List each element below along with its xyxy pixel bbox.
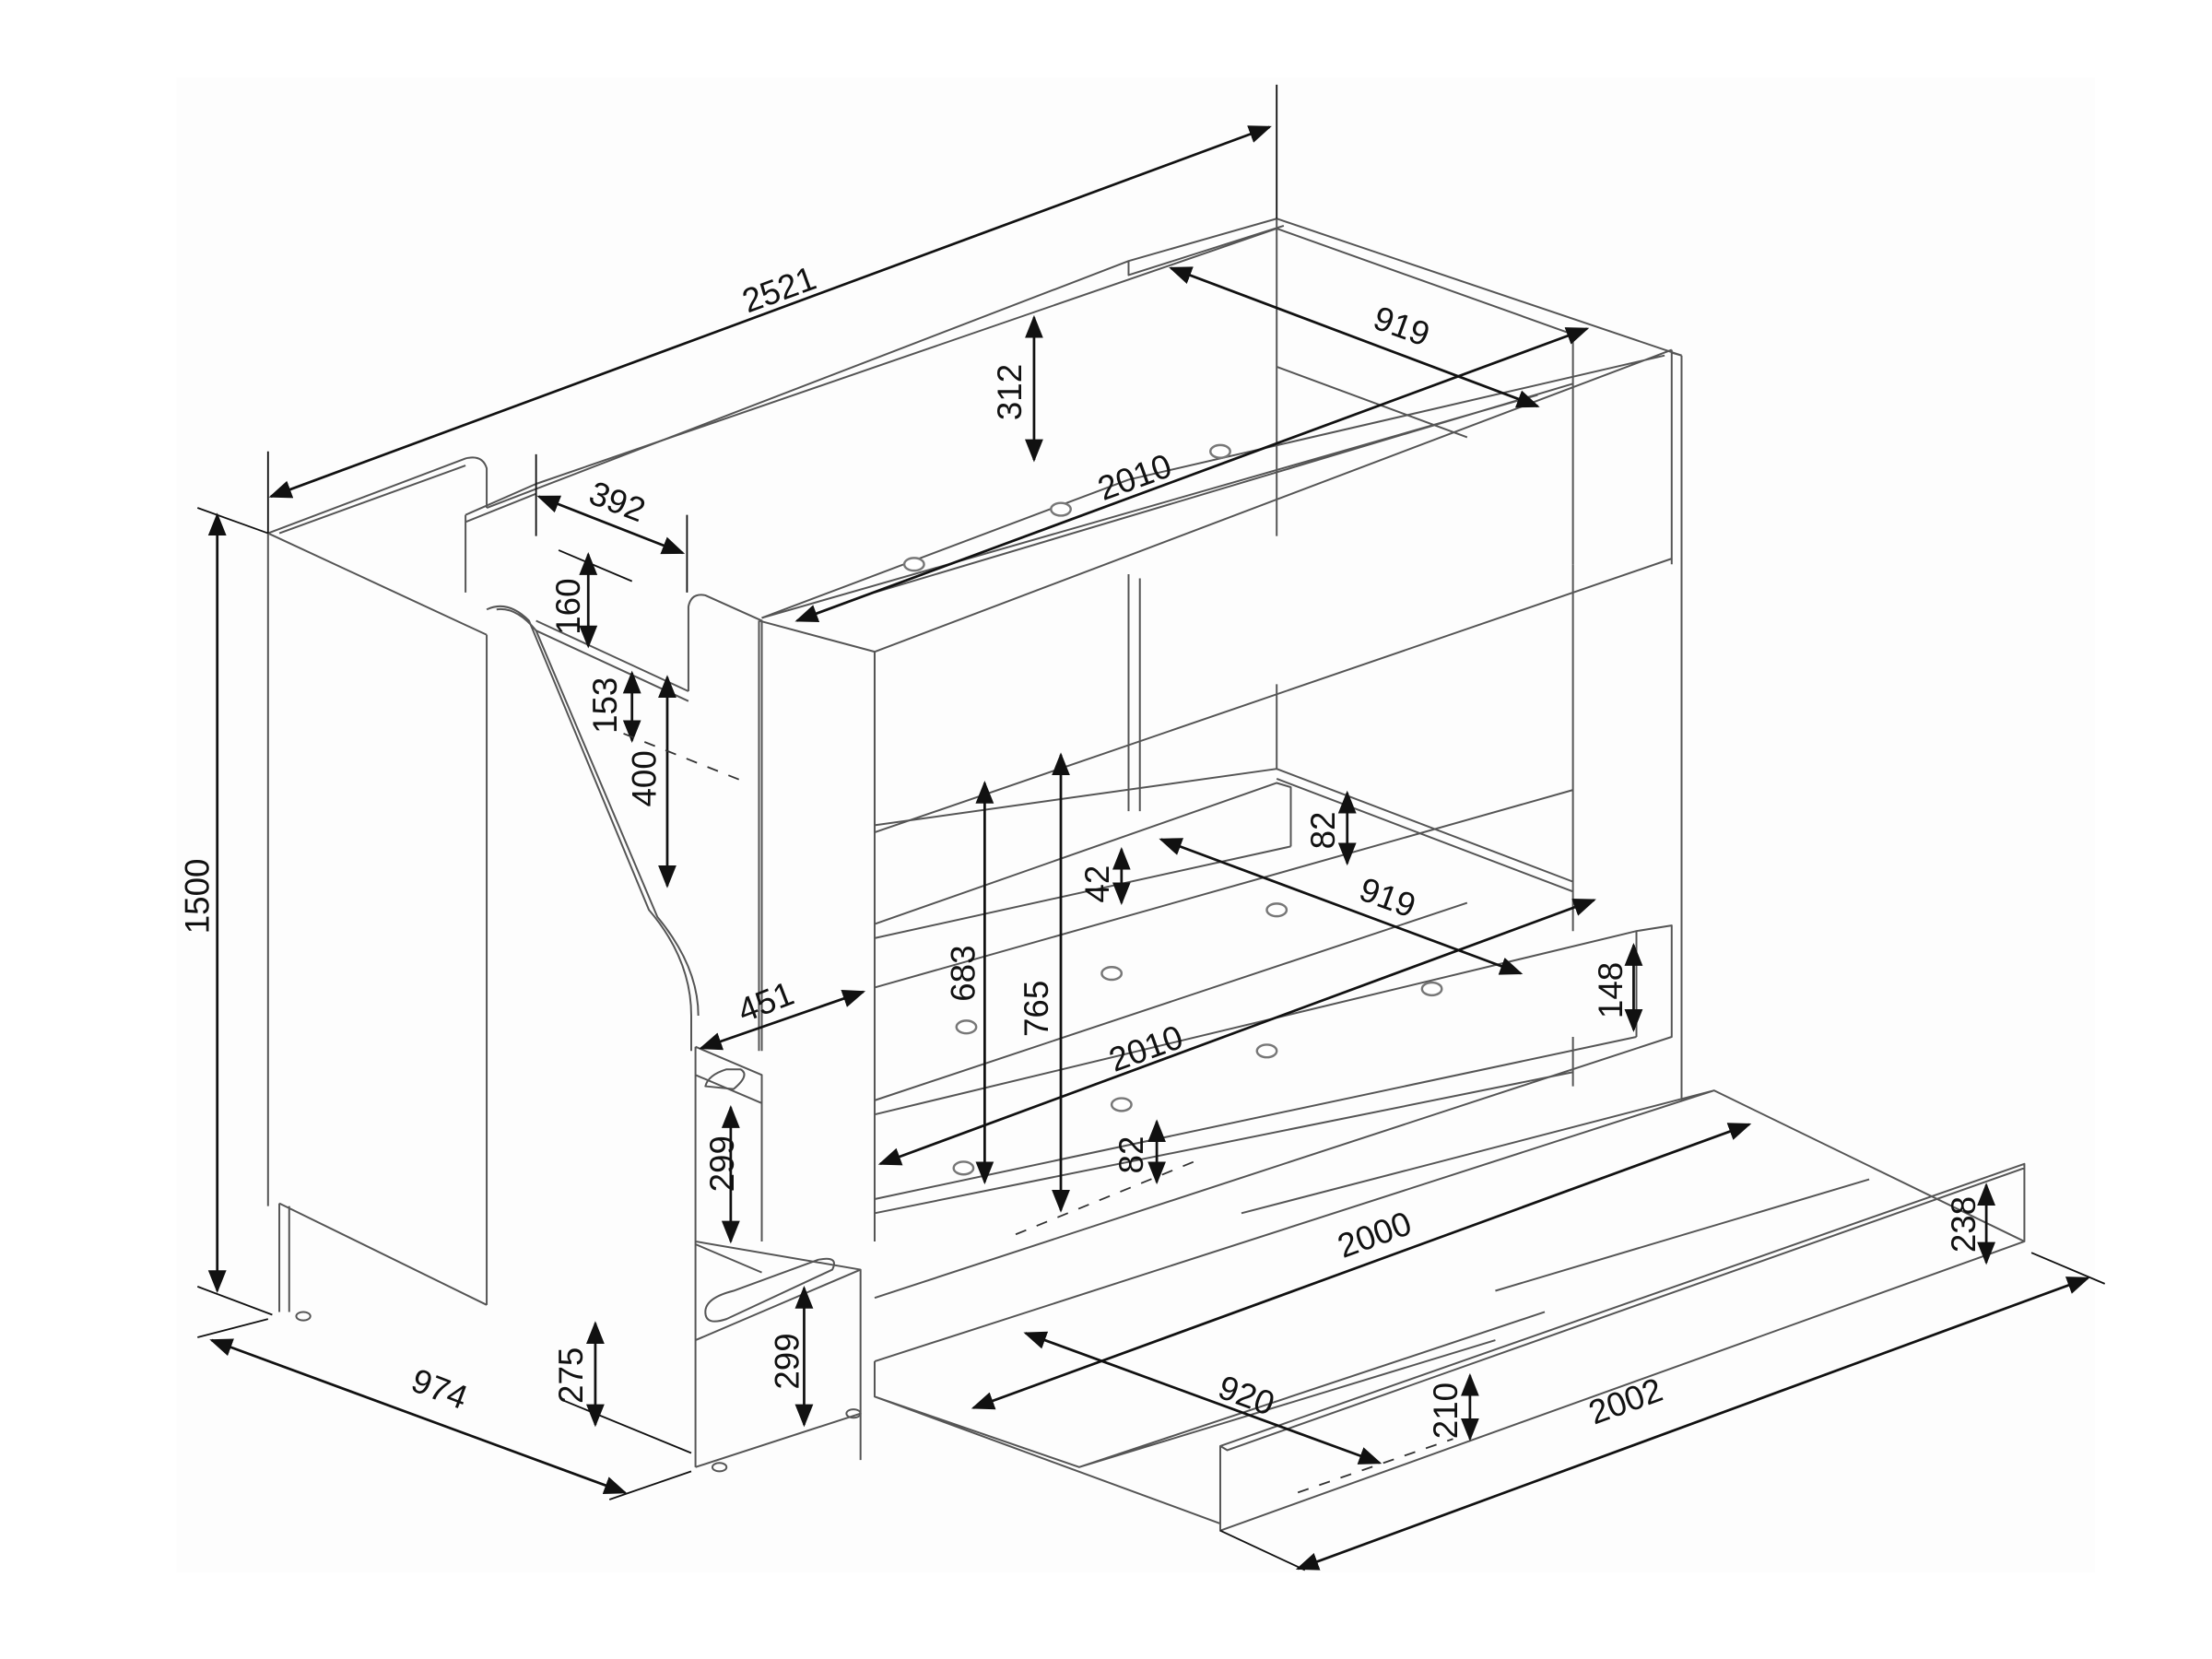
dim-stair-top-step: 153 — [586, 677, 624, 734]
bolt-hole-icon — [952, 1160, 975, 1176]
dim-stair-step-mid: 299 — [703, 1135, 741, 1192]
dim-lower-clearance-683: 683 — [945, 945, 982, 1001]
bolt-hole-icon — [1050, 501, 1072, 517]
dim-lower-rail-82-bottom: 82 — [1112, 1136, 1150, 1174]
bolt-hole-icon — [1100, 966, 1124, 982]
dim-upper-guard-height: 312 — [991, 364, 1029, 420]
bolt-hole-icon — [1209, 443, 1231, 459]
bolt-hole-icon — [902, 557, 925, 572]
dim-stair-rail-drop: 160 — [549, 579, 587, 635]
dim-lower-front-rail: 148 — [1592, 962, 1630, 1018]
bolt-hole-icon — [1420, 981, 1443, 997]
dim-lower-rail-82-top: 82 — [1304, 812, 1342, 850]
dim-stair-step-low: 299 — [768, 1333, 806, 1389]
dim-overall-height: 1500 — [179, 859, 217, 935]
dim-lower-clearance-765: 765 — [1018, 981, 1055, 1037]
bolt-hole-icon — [1110, 1097, 1133, 1112]
dim-lower-lip-42: 42 — [1078, 865, 1116, 903]
bolt-hole-icon — [1265, 902, 1288, 918]
dimension-lines — [196, 84, 2106, 1571]
dim-trundle-side-height: 210 — [1427, 1382, 1465, 1439]
dim-stair-base-height: 275 — [552, 1347, 590, 1404]
bolt-hole-icon — [1255, 1043, 1278, 1059]
dim-trundle-front-height: 238 — [1945, 1196, 1983, 1253]
bolt-hole-icon — [955, 1019, 978, 1035]
dim-stair-upper-flight: 400 — [626, 750, 664, 806]
